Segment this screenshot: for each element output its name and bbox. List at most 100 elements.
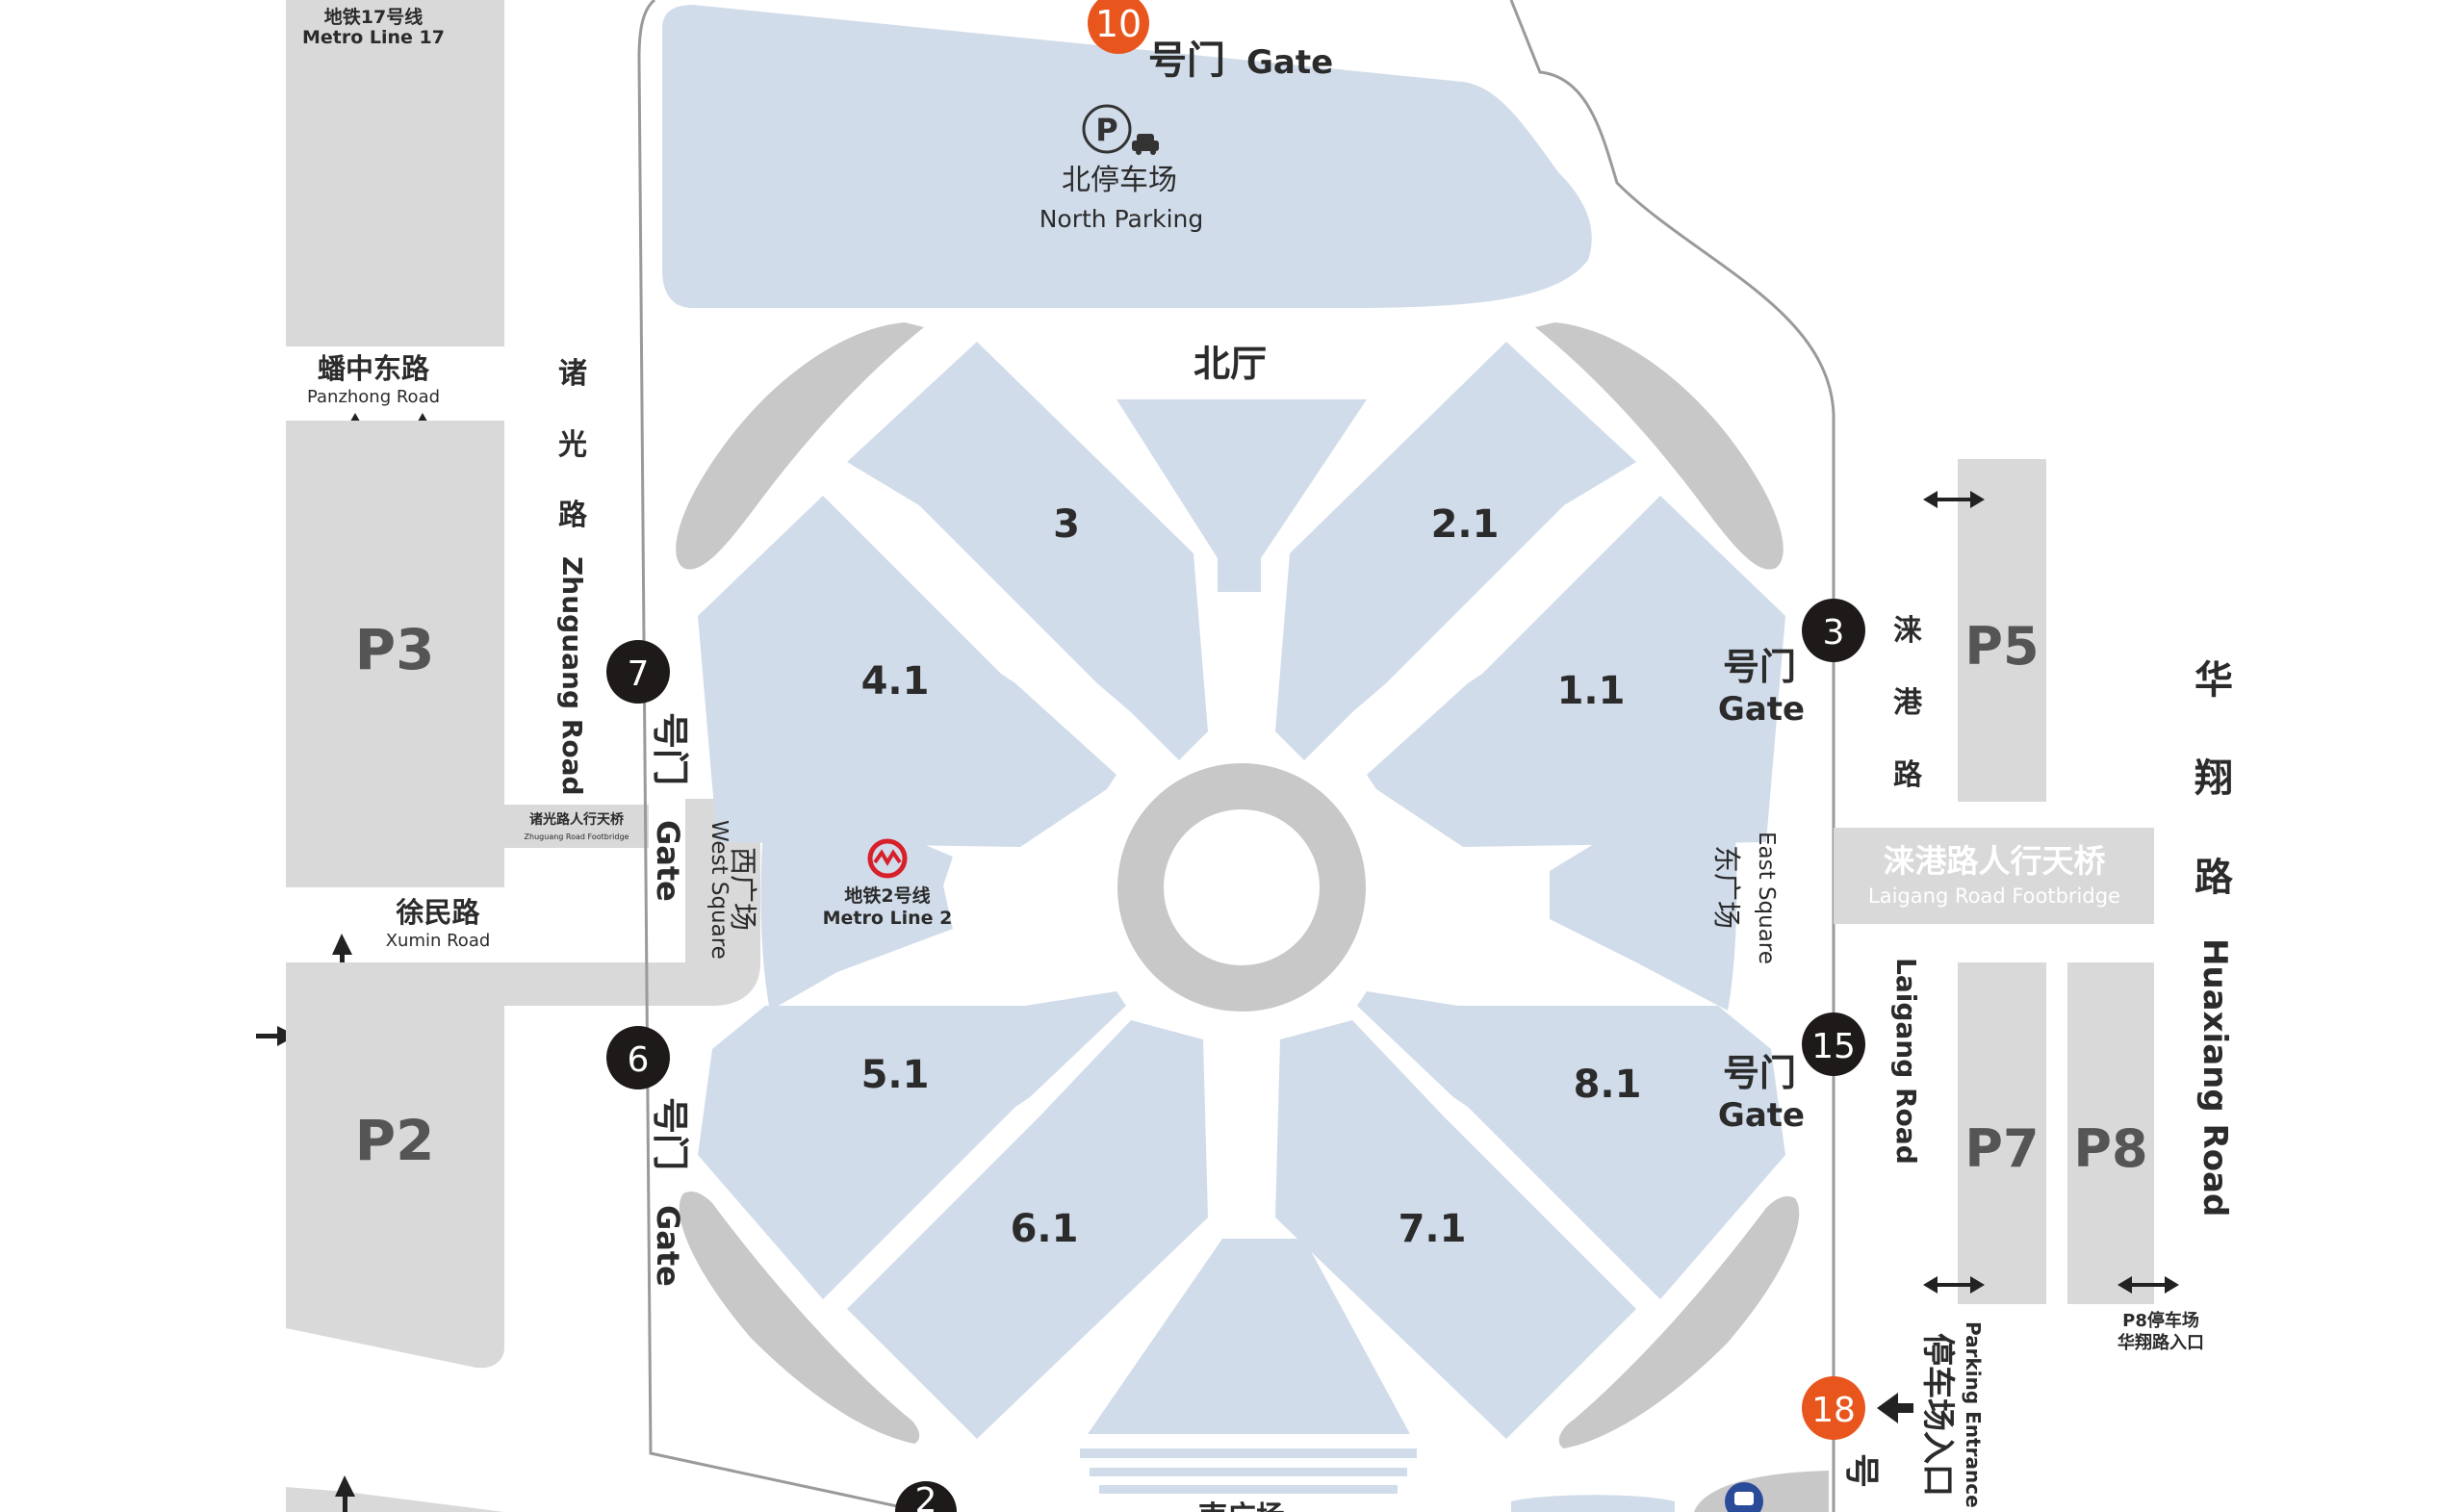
gate-10-cn: 号门 [1148,38,1225,83]
gate-3-number: 3 [1823,613,1845,653]
laigang-road-cn: 涞 港 路 [1893,614,1923,792]
double-arrow-icon [1923,491,1985,508]
gate-15-number: 15 [1811,1027,1856,1066]
hall-1-1[interactable]: 1.1 [1367,496,1785,847]
zhuguang-footbridge [504,805,649,848]
svg-text:路: 路 [1893,758,1923,792]
zhuguang-footbridge-en: Zhuguang Road Footbridge [525,833,629,841]
east-square-en: East Square [1754,832,1779,964]
gate-3-marker[interactable] [1802,599,1865,662]
svg-text:华: 华 [2194,658,2233,703]
zhuguang-footbridge-cn: 诸光路人行天桥 [529,811,625,828]
gate-6-number: 6 [628,1040,650,1080]
svg-text:翔: 翔 [2194,756,2233,801]
north-hall-wedge [1116,399,1367,592]
huaxiang-road-en: Huaxiang Road [2195,938,2234,1217]
metro-line-2-cn: 地铁2号线 [844,884,930,907]
hall-2-1[interactable]: 2.1 [1275,342,1636,760]
north-parking-en: North Parking [1040,205,1204,233]
gate-2-marker[interactable] [895,1481,957,1512]
hall-3-label: 3 [1053,502,1080,547]
parking-p2 [286,962,504,1369]
arrow-icon [335,1475,355,1512]
parking-p7-label: P7 [1964,1118,2039,1179]
bus-icon [1725,1482,1763,1512]
laigang-footbridge-cn: 涞港路人行天桥 [1884,842,2106,880]
north-parking-cn: 北停车场 [1062,164,1177,197]
hall-5-1-label: 5.1 [861,1053,930,1097]
parking-p8 [2067,962,2154,1304]
gate-3-cn: 号门 [1723,646,1796,688]
south-steps-3 [1099,1485,1398,1494]
corner-nw [676,322,924,570]
east-square-area [1550,765,1737,1011]
double-arrow-icon [1923,1276,1985,1294]
parking-p5-label: P5 [1964,616,2039,677]
hall-6-1-label: 6.1 [1011,1207,1079,1251]
p8-entrance-line1: P8停车场 [2122,1310,2199,1331]
bottom-left-area [286,1487,504,1512]
hall-5-1[interactable]: 5.1 [698,991,1126,1299]
huaxiang-road-cn: 华 翔 路 [2194,658,2234,900]
gate-2-number: 2 [915,1481,937,1512]
west-square-en: West Square [706,820,732,960]
gate-10-number: 10 [1095,3,1142,45]
svg-text:涞: 涞 [1893,614,1922,648]
hall-8-1[interactable]: 8.1 [1357,991,1785,1299]
svg-text:港: 港 [1893,686,1923,720]
gate-7-en: Gate [650,820,686,902]
gate-6-marker[interactable] [606,1026,670,1089]
hall-7-1[interactable]: 7.1 [1275,1020,1636,1439]
metro-17-en: Metro Line 17 [302,27,445,48]
south-hall-wedge [1088,1239,1410,1434]
svg-text:诸: 诸 [558,357,587,391]
zhuguang-road-cn: 诸 光 路 [558,357,588,532]
hall-7-1-label: 7.1 [1399,1207,1467,1251]
gate-15-marker[interactable] [1802,1012,1865,1076]
svg-text:光: 光 [558,428,587,462]
gate-3-en: Gate [1718,690,1805,729]
west-square-cn: 西广场 [727,847,759,931]
gate-18-number: 18 [1811,1391,1856,1430]
arrow-icon [1877,1393,1913,1423]
gate-7-cn: 号门 [649,712,691,785]
gate-7-marker[interactable] [606,640,670,704]
north-hall-label: 北厅 [1194,343,1267,385]
parking-entrance-en: Parking Entrance [1962,1321,1985,1508]
hall-8-1-label: 8.1 [1574,1063,1642,1107]
parking-p5 [1958,459,2046,802]
car-icon [1132,134,1159,155]
hall-6-1[interactable]: 6.1 [847,1020,1208,1439]
central-hub [1117,763,1366,1012]
hall-3[interactable]: 3 [847,342,1208,760]
parking-icon: P [1082,104,1132,154]
east-square-cn: 东广场 [1710,845,1743,929]
panzhong-road-en: Panzhong Road [307,387,440,407]
hall-2-1-label: 2.1 [1431,502,1500,547]
gate-15-en: Gate [1718,1096,1805,1135]
corner-ne [1535,322,1784,570]
west-square-area [760,765,953,1011]
hall-1-1-label: 1.1 [1557,669,1626,713]
hall-4-1-label: 4.1 [861,659,930,704]
zhuguang-road-en: Zhuguang Road [556,556,588,796]
parking-p8-label: P8 [2073,1118,2147,1179]
expo-boundary [637,0,1835,1512]
panzhong-road-cn: 蟠中东路 [318,352,430,385]
gate-18-cn: 号 [1841,1453,1881,1488]
hall-4-1[interactable]: 4.1 [698,496,1116,847]
metro-17-area [286,0,504,346]
south-steps-1 [1080,1448,1417,1458]
gate-6-en: Gate [650,1205,686,1287]
north-parking-lot [662,5,1592,308]
corner-sw [679,1192,920,1444]
gate-15-cn: 号门 [1723,1052,1796,1094]
laigang-road-en: Laigang Road [1890,958,1922,1165]
metro-logo-icon [867,838,908,879]
gate-10-marker[interactable] [1088,0,1149,54]
gate-18-marker[interactable] [1802,1376,1865,1440]
parking-p2-label: P2 [355,1108,435,1173]
p8-entrance-line2: 华翔路入口 [2118,1332,2204,1353]
laigang-footbridge [1834,828,2154,924]
